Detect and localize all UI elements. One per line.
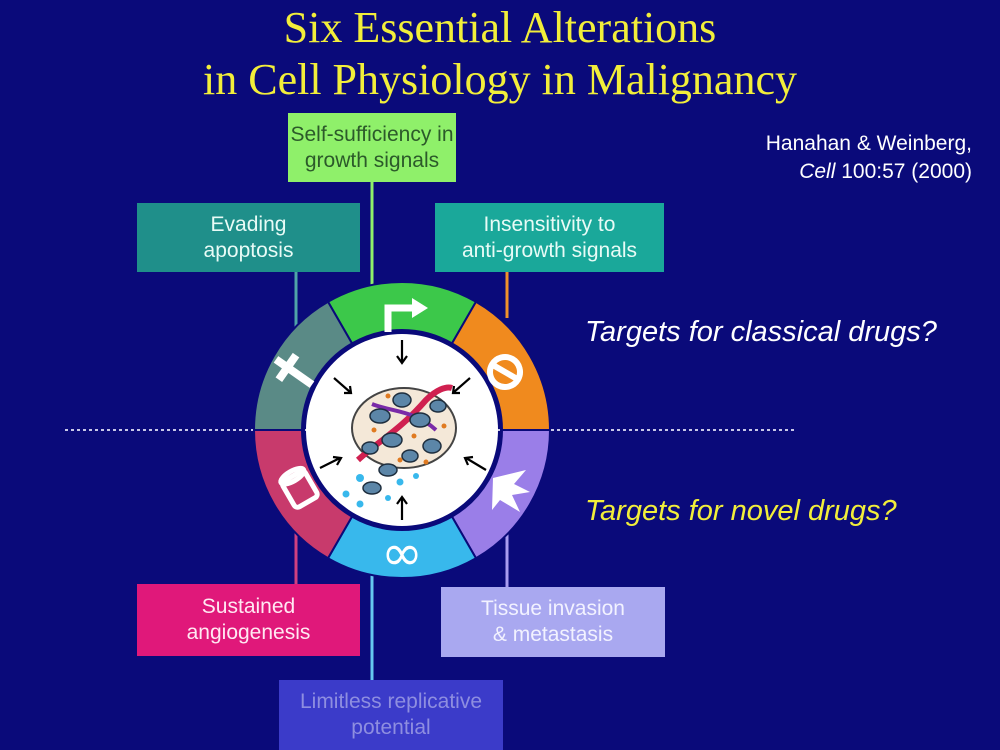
evading-apoptosis-line-2: apoptosis (203, 238, 294, 262)
arrow-left (319, 455, 343, 469)
tumor-cell (362, 481, 382, 495)
box-anti-growth: Insensitivity to anti-growth signals (435, 203, 664, 272)
blue-particle (356, 500, 364, 508)
tumor-cell (422, 438, 442, 454)
growth-signals-line-2: growth signals (304, 148, 440, 172)
box-invasion: Tissue invasion & metastasis (441, 587, 665, 657)
angiogenesis-line-2: angiogenesis (186, 621, 311, 644)
replicative-line-2: potential (351, 716, 431, 739)
anti-growth-line-1: Insensitivity to (483, 212, 616, 236)
tumor-cell (392, 392, 412, 408)
arrow-top-left (333, 377, 353, 395)
citation-journal: Cell (799, 160, 836, 183)
stroma-dot (385, 393, 391, 399)
title-line-1: Six Essential Alterations (283, 3, 717, 52)
title-line-2: in Cell Physiology in Malignancy (203, 55, 797, 104)
evading-apoptosis-line-1: Evading (210, 212, 287, 236)
blood-vessel-purple (371, 402, 438, 432)
tumor-cell (361, 441, 379, 455)
arrow-right (463, 455, 487, 471)
blue-particle (342, 490, 350, 498)
tumor-cell (429, 399, 447, 413)
invasion-line-2: & metastasis (492, 623, 614, 646)
blue-particle (356, 474, 364, 482)
stroma-dot (423, 459, 429, 465)
arrow-head-icon (412, 298, 428, 318)
tumor-cell (401, 449, 419, 463)
blue-particle (396, 478, 404, 486)
stroma-dot (397, 457, 403, 463)
invasion-spikes-icon (492, 470, 530, 512)
citation-reference: Cell 100:57 (2000) (766, 158, 972, 186)
arrow-top (396, 340, 408, 365)
replicative-line-1: Limitless replicative (299, 690, 483, 713)
tumor-cells (361, 392, 447, 495)
citation-volume: 100:57 (2000) (835, 160, 972, 183)
tumor-cell (369, 408, 391, 424)
tumor-cell (409, 412, 431, 428)
cross-icon (273, 352, 315, 388)
arrow-symbol-icon (384, 304, 414, 332)
stroma-dot (441, 423, 447, 429)
ring-sector-apoptosis (252, 300, 354, 431)
box-replicative: Limitless replicative potential (279, 680, 503, 750)
inward-arrows (319, 340, 487, 520)
citation: Hanahan & Weinberg, Cell 100:57 (2000) (766, 130, 972, 186)
tumor-cell (381, 432, 403, 448)
arrow-bottom (396, 495, 408, 520)
infinity-icon: ∞ (381, 524, 423, 582)
growth-signals-line-1: Self-sufficiency in (290, 122, 454, 146)
box-evading-apoptosis: Evading apoptosis (137, 203, 360, 272)
blue-particles (342, 473, 419, 508)
arrow-top-right (451, 377, 471, 395)
blue-particle (385, 495, 391, 501)
classical-drugs-label: Targets for classical drugs? (585, 316, 937, 348)
tumor-cell (378, 463, 398, 477)
stroma-dot (371, 427, 377, 433)
angiogenesis-line-1: Sustained (201, 595, 296, 618)
citation-authors: Hanahan & Weinberg, (765, 132, 972, 155)
stroma-dots (371, 393, 447, 465)
blue-particle (413, 473, 419, 479)
blood-vessel-icon (278, 465, 320, 510)
anti-growth-line-2: anti-growth signals (461, 238, 638, 262)
stroma-dot (411, 433, 417, 439)
slide-title: Six Essential Alterations in Cell Physio… (0, 2, 1000, 106)
invasion-line-1: Tissue invasion (481, 597, 625, 620)
box-angiogenesis: Sustained angiogenesis (137, 584, 360, 656)
stop-sign-icon (487, 354, 523, 390)
box-growth-signals: Self-sufficiency in growth signals (288, 113, 456, 182)
novel-drugs-label: Targets for novel drugs? (585, 495, 897, 527)
